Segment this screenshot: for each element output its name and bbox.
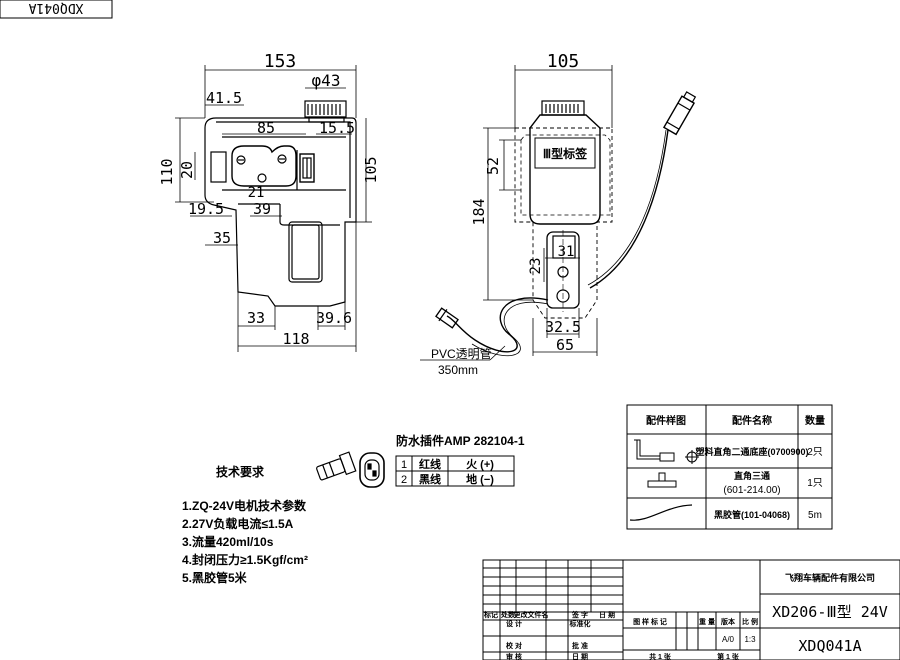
part-hose-icon <box>629 504 693 521</box>
tech-requirements: 技术要求 1.ZQ-24V电机技术参数 2.27V负载电流≤1.5A 3.流量4… <box>182 464 308 585</box>
part-row1-name: 塑料直角二通底座(0700900) <box>695 446 808 457</box>
dim-85: 85 <box>257 119 275 137</box>
parts-header-image: 配件样图 <box>646 414 686 427</box>
left-dim-texts: 153 φ43 41.5 85 15.5 110 20 105 21 19.5 … <box>158 51 380 348</box>
parts-header-name: 配件名称 <box>732 414 772 427</box>
right-dimensions <box>420 65 613 361</box>
part-tee-icon <box>647 472 677 488</box>
rev-header-date: 日 期 <box>599 610 615 619</box>
title-block-texts: 标记 处数 更改文件名 签 字 日 期 设 计 校 对 审 核 标准化 批 准 … <box>483 572 888 660</box>
connector-title: 防水插件AMP 282104-1 <box>396 433 525 448</box>
connector-spec: 防水插件AMP 282104-1 1 红线 火 (+) 2 黑线 地 (−) <box>316 433 525 488</box>
dim-105-left: 105 <box>362 156 380 183</box>
corner-code-box: XDQ041A <box>0 0 113 19</box>
tech-item-2: 2.27V负载电流≤1.5A <box>182 516 294 531</box>
tube-label: PVC透明管 <box>431 346 492 361</box>
sheet-index: 第 1 张 <box>717 652 740 660</box>
conn-row1-role: 火 (+) <box>466 458 494 471</box>
left-view <box>204 100 357 307</box>
rev-header-count: 处数 <box>500 610 516 619</box>
connector-table <box>395 455 515 487</box>
scale-label: 比 例 <box>742 617 758 626</box>
role-review: 审 核 <box>506 652 522 660</box>
drawing-code: XDQ041A <box>798 637 861 655</box>
role-check: 校 对 <box>506 641 522 650</box>
right-view <box>435 91 697 357</box>
dim-15-5: 15.5 <box>319 119 355 137</box>
sheet-total: 共 1 张 <box>649 652 672 660</box>
conn-row2-no: 2 <box>401 474 407 486</box>
part-row2-name-2: (601-214.00) <box>723 485 780 496</box>
dim-65: 65 <box>556 336 574 354</box>
part-row2-qty: 1只 <box>807 478 823 489</box>
parts-header-qty: 数量 <box>805 414 825 427</box>
dim-39: 39 <box>253 200 271 218</box>
dim-35: 35 <box>213 229 231 247</box>
sample-label: 图 样 标 记 <box>633 617 667 626</box>
dim-153: 153 <box>264 51 297 72</box>
parts-table: 配件样图 配件名称 数量 塑料直角二通底座(0700900) 2只 直角三通 (… <box>626 404 833 530</box>
tech-heading: 技术要求 <box>216 464 265 479</box>
rev-header-sign: 签 字 <box>571 610 588 619</box>
role-date: 日 期 <box>572 652 588 660</box>
dim-41-5: 41.5 <box>206 89 242 107</box>
dim-39-6: 39.6 <box>316 309 352 327</box>
version-value: A/0 <box>722 635 735 644</box>
conn-row1-no: 1 <box>401 459 407 471</box>
dim-184: 184 <box>470 198 488 225</box>
left-body-outline <box>204 117 357 307</box>
rev-header-file: 更改文件名 <box>514 610 549 619</box>
dim-20: 20 <box>178 161 196 179</box>
part-row2-name-1: 直角三通 <box>734 470 770 481</box>
part-elbow-icon <box>634 439 699 464</box>
dim-19-5: 19.5 <box>188 200 224 218</box>
tech-item-4: 4.封闭压力≥1.5Kgf/cm² <box>182 552 308 567</box>
conn-row1-color: 红线 <box>419 457 441 471</box>
title-block <box>482 559 900 660</box>
weight-label: 重 量 <box>699 617 715 626</box>
dim-cap: φ43 <box>312 71 341 90</box>
hose-fitting <box>435 307 459 329</box>
part-row3-qty: 5m <box>808 510 822 521</box>
dim-52: 52 <box>484 157 502 175</box>
dim-21: 21 <box>248 185 265 201</box>
company-name: 飞翔车辆配件有限公司 <box>785 572 875 583</box>
dim-118: 118 <box>282 330 309 348</box>
corner-code: XDQ041A <box>28 0 83 15</box>
plug-icon <box>316 451 385 488</box>
conn-row2-role: 地 (−) <box>466 472 494 486</box>
right-bottle <box>529 114 601 225</box>
scale-value: 1:3 <box>744 635 756 644</box>
tech-item-1: 1.ZQ-24V电机技术参数 <box>182 498 307 513</box>
dim-33: 33 <box>247 309 265 327</box>
part-row1-qty: 2只 <box>807 447 823 458</box>
version-label: 版本 <box>721 617 735 626</box>
model-name: XD206-Ⅲ型 24V <box>772 603 888 621</box>
role-design: 设 计 <box>506 619 522 628</box>
dim-31: 31 <box>558 244 575 260</box>
tech-item-3: 3.流量420ml/10s <box>182 534 274 549</box>
tech-item-5: 5.黑胶管5米 <box>182 570 248 585</box>
part-row3-name: 黑胶管(101-04068) <box>714 509 790 520</box>
dim-32-5: 32.5 <box>545 318 581 336</box>
tube-length: 350mm <box>438 363 478 377</box>
left-dimensions <box>175 65 372 352</box>
role-standard: 标准化 <box>569 619 591 628</box>
dim-23: 23 <box>528 258 544 275</box>
right-dim-texts: 105 Ⅲ型标签 52 184 31 23 32.5 65 PVC透明管 350… <box>431 51 588 377</box>
label-tag: Ⅲ型标签 <box>543 146 588 161</box>
dim-110: 110 <box>158 158 176 185</box>
conn-row2-color: 黑线 <box>419 472 441 486</box>
right-connector <box>662 91 697 136</box>
rev-header-mark: 标记 <box>483 610 498 619</box>
role-approve: 批 准 <box>572 641 588 650</box>
dim-105-right: 105 <box>547 51 580 72</box>
